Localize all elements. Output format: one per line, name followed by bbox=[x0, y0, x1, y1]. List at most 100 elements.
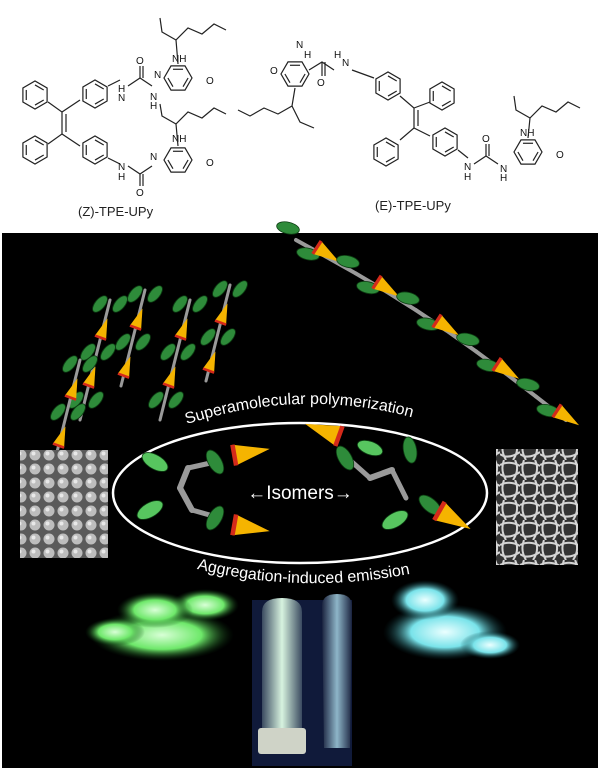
atom-n: N bbox=[150, 92, 157, 103]
atom-h: H bbox=[150, 101, 157, 112]
isomer-ellipse bbox=[111, 421, 489, 565]
upy-unit bbox=[162, 366, 176, 388]
phenyl-blade bbox=[50, 403, 66, 421]
aryl-ring bbox=[375, 71, 401, 101]
pyrimidinone-ring bbox=[513, 139, 543, 165]
phenyl-blade bbox=[135, 333, 151, 351]
aryl-ring bbox=[432, 127, 458, 157]
phenyl-blade bbox=[62, 355, 78, 373]
pyrimidinone-ring bbox=[163, 65, 193, 91]
phenyl-blade bbox=[136, 500, 164, 520]
phenyl-ring bbox=[373, 137, 399, 167]
phenyl-blade bbox=[70, 403, 86, 421]
sem-image-fibers bbox=[496, 449, 578, 565]
phenyl-blade bbox=[516, 377, 540, 392]
phenyl-ring bbox=[22, 135, 48, 165]
phenyl-blade bbox=[141, 452, 169, 472]
phenyl-blade bbox=[336, 254, 360, 269]
phenyl-blade bbox=[172, 295, 188, 313]
e-isomer-label: (E)-TPE-UPy bbox=[375, 198, 451, 213]
atom-o: O bbox=[317, 78, 325, 89]
phenyl-blade bbox=[180, 343, 196, 361]
fluorescent-vials bbox=[252, 594, 352, 766]
atom-h: H bbox=[304, 50, 311, 61]
phenyl-blade bbox=[88, 391, 104, 409]
sem-image-spheres bbox=[20, 450, 108, 558]
upy-unit bbox=[52, 426, 66, 448]
pyrimidinone-ring bbox=[163, 147, 193, 173]
phenyl-ring bbox=[22, 80, 48, 110]
upy-unit bbox=[232, 514, 270, 536]
phenyl-blade bbox=[168, 391, 184, 409]
phenyl-blade bbox=[205, 449, 225, 475]
atom-n: N bbox=[118, 93, 125, 104]
upy-unit bbox=[174, 318, 188, 340]
atom-n: N bbox=[118, 162, 125, 173]
atom-nh: NH bbox=[172, 134, 186, 145]
phenyl-blade bbox=[92, 295, 108, 313]
atom-n: N bbox=[150, 152, 157, 163]
aryl-ring bbox=[82, 135, 108, 165]
atom-o: O bbox=[270, 66, 278, 77]
atom-n: N bbox=[296, 40, 303, 51]
e-isomer-polymer-chain bbox=[276, 221, 580, 426]
upy-unit bbox=[94, 318, 108, 340]
cyan-emissive-powder bbox=[383, 580, 520, 660]
upy-unit bbox=[232, 444, 270, 466]
atom-o: O bbox=[556, 150, 564, 161]
phenyl-ring bbox=[429, 81, 455, 111]
z-isomer-model bbox=[136, 444, 270, 536]
phenyl-blade bbox=[232, 280, 248, 298]
atom-o: O bbox=[136, 56, 144, 67]
phenyl-blade bbox=[115, 333, 131, 351]
atom-h: H bbox=[464, 172, 471, 183]
phenyl-blade bbox=[456, 332, 480, 346]
z-isomer-aggregates bbox=[50, 280, 248, 458]
atom-nh: NH bbox=[172, 54, 186, 65]
phenyl-blade bbox=[381, 510, 409, 530]
pyrimidinone-ring bbox=[280, 61, 310, 87]
atom-o: O bbox=[482, 134, 490, 145]
atom-h: H bbox=[118, 172, 125, 183]
e-isomer-model bbox=[305, 423, 471, 530]
atom-n: N bbox=[500, 164, 507, 175]
atom-n: N bbox=[154, 70, 161, 81]
upy-unit bbox=[64, 378, 78, 400]
atom-o: O bbox=[206, 158, 214, 169]
phenyl-blade bbox=[112, 295, 128, 313]
phenyl-blade bbox=[402, 436, 418, 464]
atom-nh: NH bbox=[520, 128, 534, 139]
green-emissive-powder bbox=[85, 589, 239, 661]
phenyl-blade bbox=[356, 439, 384, 457]
phenyl-blade bbox=[148, 391, 164, 409]
phenyl-blade bbox=[200, 328, 216, 346]
upy-unit bbox=[214, 303, 228, 325]
phenyl-blade bbox=[396, 291, 420, 305]
phenyl-blade bbox=[100, 343, 116, 361]
upy-unit bbox=[305, 423, 343, 447]
atom-h: H bbox=[500, 173, 507, 184]
upy-unit bbox=[202, 351, 216, 373]
atom-h: H bbox=[334, 50, 341, 61]
phenyl-blade bbox=[276, 221, 300, 235]
atom-o: O bbox=[206, 76, 214, 87]
atom-n: N bbox=[464, 162, 471, 173]
phenyl-blade bbox=[147, 285, 163, 303]
phenyl-blade bbox=[335, 445, 355, 471]
phenyl-blade bbox=[192, 295, 208, 313]
upy-unit bbox=[129, 308, 143, 330]
atom-n: N bbox=[342, 58, 349, 69]
atom-h: H bbox=[118, 84, 125, 95]
atom-o: O bbox=[136, 188, 144, 199]
phenyl-blade bbox=[220, 328, 236, 346]
z-isomer-label: (Z)-TPE-UPy bbox=[78, 204, 154, 219]
phenyl-blade bbox=[160, 343, 176, 361]
isomers-label: ←Isomers→ bbox=[247, 483, 353, 504]
phenyl-blade bbox=[212, 280, 228, 298]
upy-unit bbox=[117, 356, 131, 378]
phenyl-blade bbox=[127, 285, 143, 303]
aryl-ring bbox=[82, 79, 108, 109]
upy-unit bbox=[82, 366, 96, 388]
